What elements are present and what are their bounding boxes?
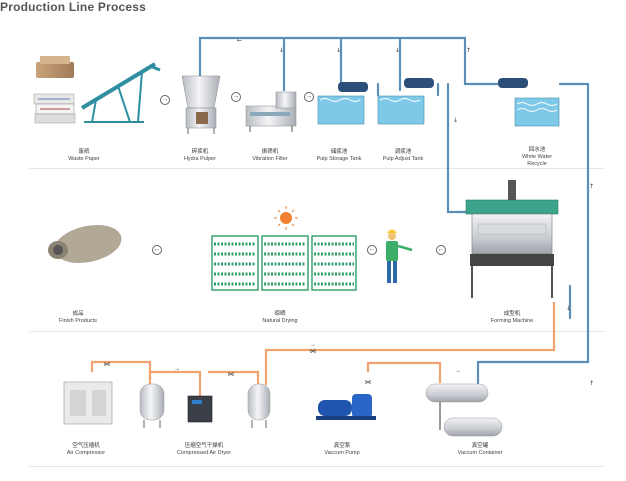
waste-paper-illustration (33, 56, 76, 124)
air-pipe-2 (148, 370, 202, 398)
page-title: Production Line Process (0, 0, 146, 14)
valve-1: ⋈ (104, 362, 110, 368)
vacuum-pipe-to-forming (264, 302, 556, 385)
flow-arrow-1: → (160, 95, 170, 105)
arrow-right-3: → (455, 368, 461, 374)
arrow-left-1: ← (237, 37, 242, 44)
newspaper-3 (34, 113, 76, 124)
air-tank-2-illustration (247, 383, 271, 428)
arrow-down-3: ↓ (395, 47, 400, 54)
vacuum-pump-illustration (316, 394, 376, 420)
air-pipes (90, 302, 556, 398)
air-pipe-1 (90, 360, 152, 385)
valve-4: ⋈ (365, 380, 371, 386)
drying-racks (211, 235, 357, 291)
white-water-recycle-illustration (498, 78, 560, 127)
valve-2: ⋈ (228, 372, 234, 378)
recycle-pipe (463, 82, 590, 385)
return-water-pipe-main (198, 36, 467, 86)
forming-machine-illustration (465, 180, 559, 298)
arrow-right-2: → (310, 342, 316, 348)
air-tank-1-illustration (139, 383, 165, 428)
flow-arrow-4: ← (152, 245, 162, 255)
vacuum-pump-pipe (366, 361, 442, 383)
flow-arrow-6: ← (436, 245, 446, 255)
arrow-down-2: ↓ (336, 47, 341, 54)
vibration-filter-illustration (245, 91, 297, 132)
hydra-pulper-illustration (181, 75, 221, 134)
valve-3: ⋈ (310, 349, 316, 355)
pump-adjust (404, 78, 434, 88)
finish-product-illustration (48, 225, 122, 263)
worker-illustration (386, 229, 413, 283)
air-pipe-3 (208, 370, 260, 385)
flow-arrow-2: → (231, 92, 241, 102)
air-compressor-illustration (63, 381, 113, 425)
arrow-right-1: → (174, 366, 180, 372)
air-dryer-illustration (187, 395, 213, 423)
flow-arrow-3: → (304, 92, 314, 102)
pulp-storage-tank-illustration (317, 82, 368, 125)
pump-pipes (376, 82, 440, 97)
water-pipes (198, 36, 590, 385)
air-pipe-valves: ⋈ → ⋈ → ⋈ ⋈ → (104, 342, 461, 386)
cardboard-top (40, 56, 70, 64)
arrow-up-3: ↑ (589, 380, 594, 387)
cardboard-stack (36, 62, 74, 78)
arrow-up-1: ↑ (466, 47, 471, 54)
water-pipe-arrows: ← ↓ ↓ ↓ ↑ ↓ ↑ ↓ ↑ (237, 37, 594, 387)
conveyor-illustration (80, 62, 161, 123)
arrow-down-4: ↓ (453, 117, 458, 124)
label-white-water-recycle: 回水池 White Water Recycle (521, 147, 553, 167)
pulp-feed-pipe (446, 82, 480, 214)
vacuum-container-illustration (425, 383, 503, 437)
row-divider-top (29, 168, 604, 169)
row-divider-footer (29, 466, 604, 467)
flow-arrow-5: ← (367, 245, 377, 255)
sun-icon (274, 206, 298, 230)
arrow-up-2: ↑ (589, 183, 594, 190)
pulp-adjust-tank-illustration (377, 78, 434, 125)
row-divider-bottom (29, 331, 604, 332)
arrow-down-1: ↓ (279, 47, 284, 54)
arrow-down-5: ↓ (566, 305, 571, 312)
pump-storage (338, 82, 368, 92)
pump-recycle (498, 78, 528, 88)
